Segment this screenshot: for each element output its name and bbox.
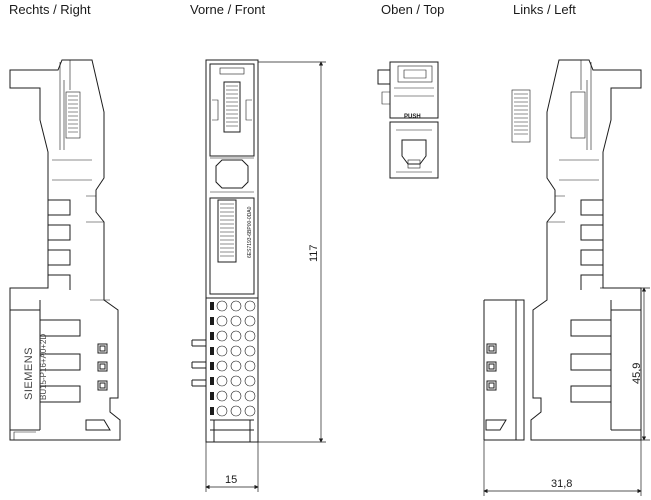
right-side-view: SIEMENS BU15-P16+A0+2D [9,59,121,441]
model-text: BU15-P16+A0+2D [39,334,48,400]
terminal-height-dimension: 45,9 [631,363,643,384]
brand-text: SIEMENS [23,347,35,400]
depth-dimension: 31,8 [551,478,572,490]
view-title-left: Links / Left [513,2,576,17]
height-dimension: 117 [308,244,320,262]
top-view: PUSH [377,61,439,179]
push-label: PUSH [404,114,421,120]
left-side-view: 31,8 45,9 [483,59,650,496]
view-title-right: Rechts / Right [9,2,91,17]
front-part-number: 6ES7193-6BP00-0DA0 [247,206,253,258]
view-title-front: Vorne / Front [190,2,266,17]
front-view: 6ES7193-6BP00-0DA0 117 15 [191,59,326,492]
width-dimension: 15 [225,474,237,486]
view-title-top: Oben / Top [381,2,445,17]
